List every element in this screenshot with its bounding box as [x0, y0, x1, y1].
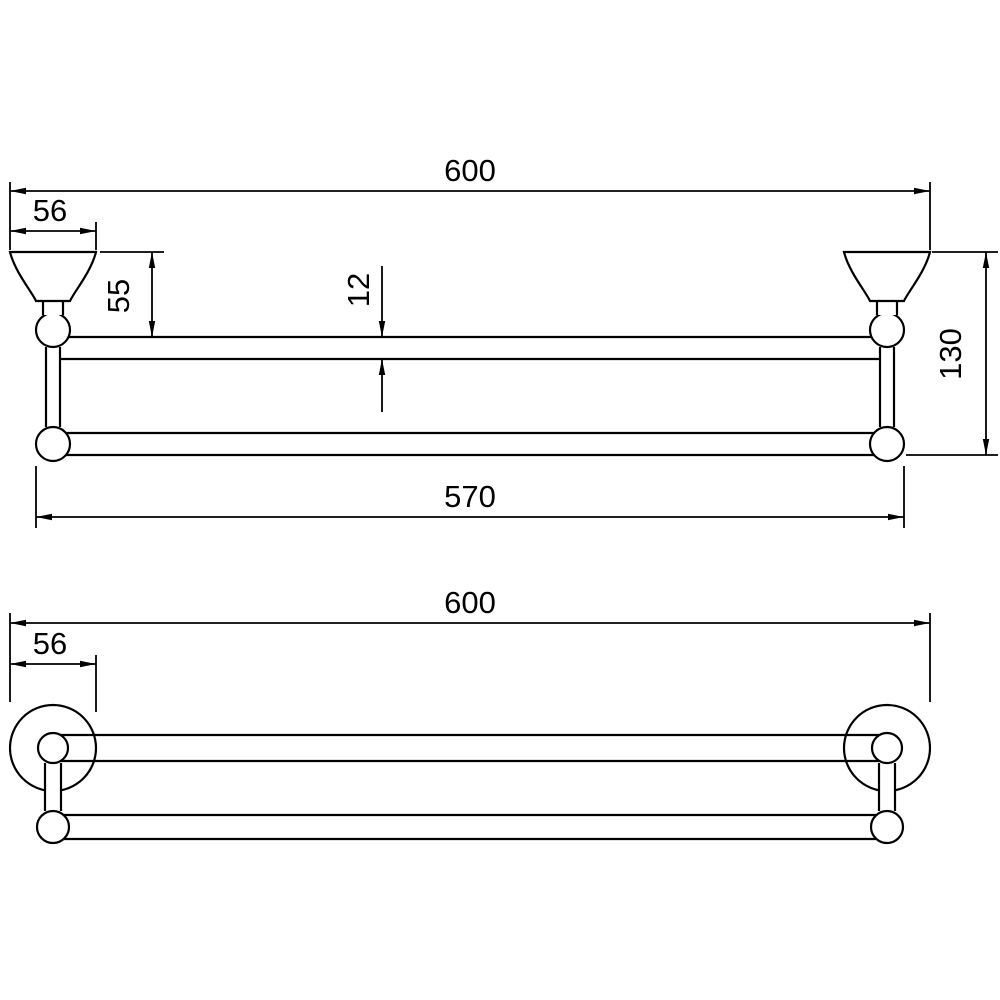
left-post-lower-ball [34, 425, 72, 463]
plan-right-post [869, 731, 905, 845]
dimension-value: 56 [33, 626, 67, 661]
right-post-upper-ball [868, 311, 906, 349]
dimension-value: 55 [101, 279, 136, 313]
front-right-post [842, 250, 932, 463]
left-post-shaft-fill [45, 752, 61, 822]
left-post-ball-end [35, 809, 71, 845]
dimension-value: 600 [444, 585, 496, 620]
dimension-value: 56 [33, 193, 67, 228]
left-post-collar-fill [43, 301, 63, 315]
front-bottom-bar [53, 431, 887, 457]
dimension-value: 600 [444, 153, 496, 188]
right-post-ball-end [869, 809, 905, 845]
left-post-shaft-fill [46, 340, 60, 435]
front-dim-overall-width: 600 [9, 153, 931, 250]
dimension-value: 130 [933, 328, 968, 380]
right-flange-hub [870, 731, 904, 765]
dimension-value: 570 [444, 479, 496, 514]
front-dim-top-drop: 55 [100, 251, 164, 337]
front-dim-bar-span: 570 [35, 466, 905, 528]
right-post-shaft-fill [879, 752, 895, 822]
plan-view: 600 56 [8, 585, 932, 845]
plan-left-post [35, 731, 71, 845]
right-post-shaft-fill [880, 340, 894, 435]
right-post-collar-fill [877, 301, 897, 315]
front-top-bar [53, 335, 887, 361]
front-view: 600 56 55 12 130 [8, 153, 998, 528]
front-left-post [8, 250, 98, 463]
left-wall-mount [8, 250, 98, 303]
plan-dim-flange-width: 56 [10, 626, 97, 712]
plan-bottom-bar [53, 813, 887, 841]
front-dim-bar-diameter: 12 [341, 266, 386, 412]
right-wall-mount [842, 250, 932, 303]
plan-top-bar [53, 733, 887, 763]
front-dim-overall-height: 130 [906, 251, 998, 456]
left-post-upper-ball [34, 311, 72, 349]
left-flange-hub [36, 731, 70, 765]
plan-dim-overall-width: 600 [9, 585, 931, 702]
dimension-value: 12 [341, 273, 376, 307]
front-dim-flange-width: 56 [10, 193, 97, 250]
right-post-lower-ball [868, 425, 906, 463]
